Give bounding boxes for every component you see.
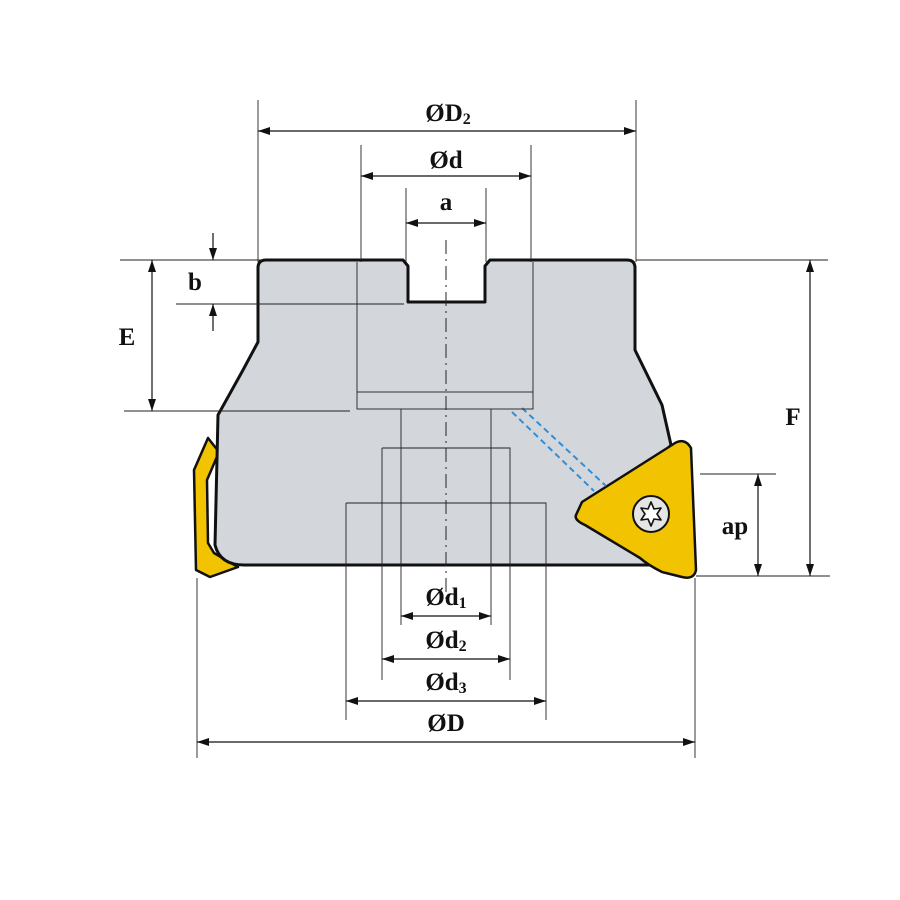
label-F: F: [785, 404, 800, 431]
label-ap: ap: [722, 513, 748, 540]
label-d: Ød: [429, 147, 462, 174]
dimension-lines: [148, 127, 814, 746]
label-E: E: [119, 324, 136, 351]
torx-screw-icon: [632, 495, 670, 533]
internal-bore-lines: [345, 262, 547, 720]
label-d3: Ød3: [425, 669, 466, 697]
label-a: a: [440, 189, 453, 216]
cutter-body: [213, 258, 673, 567]
label-b: b: [188, 269, 202, 296]
label-d1: Ød1: [425, 584, 466, 612]
label-d2: Ød2: [425, 627, 466, 655]
coolant-channel: [511, 407, 607, 492]
label-D2: ØD2: [425, 100, 471, 128]
label-D: ØD: [427, 710, 465, 737]
